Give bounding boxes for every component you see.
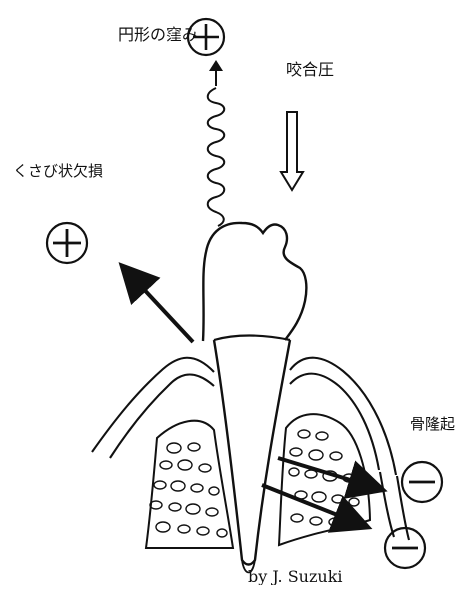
hollow-down-arrow-icon [281,112,303,190]
left-alveolar-bone [146,421,233,548]
up-arrow-icon [209,60,223,86]
tooth-root [214,340,290,565]
minus-group-upper [402,462,442,502]
minus-group-lower [385,528,425,568]
gingiva-outline [92,358,409,540]
label-circular-recess: 円形の窪み [118,25,198,44]
credit-text: by J. Suzuki [248,567,343,585]
label-wedge-defect: くさび状欠損 [13,162,103,180]
spiral-coil-icon [208,88,225,226]
tooth-crown [203,223,306,341]
right-lower-arrow-icon [262,485,365,526]
left-arrow-icon [124,268,193,342]
left-plus-group [47,223,87,263]
label-occlusal-pressure: 咬合圧 [286,60,334,79]
label-bone-ridge: 骨隆起 [410,415,455,433]
right-alveolar-bone [279,414,370,545]
top-plus-group [188,19,224,55]
cementoenamel-junction [214,336,290,341]
